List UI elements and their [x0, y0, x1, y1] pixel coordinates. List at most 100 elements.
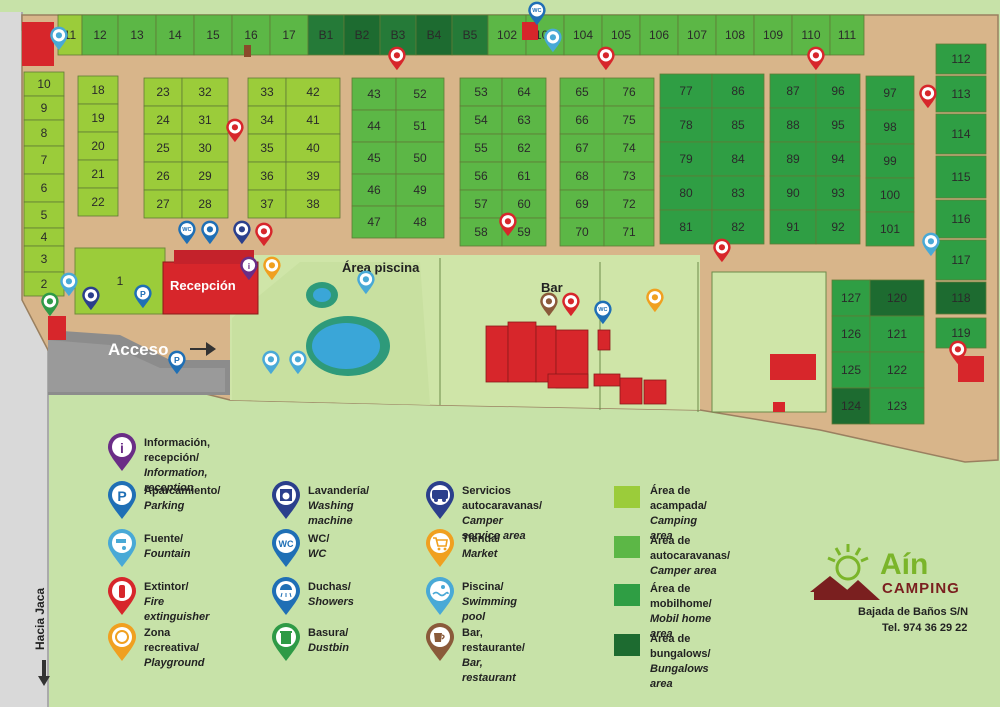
plot-94[interactable] — [815, 141, 861, 177]
fire-extinguisher-icon[interactable] — [562, 292, 580, 317]
plot-126[interactable] — [831, 315, 871, 353]
plot-37[interactable] — [247, 189, 287, 219]
plot-44[interactable] — [351, 109, 397, 143]
plot-20[interactable] — [77, 131, 119, 161]
plot-7[interactable] — [23, 145, 65, 175]
plot-31[interactable] — [181, 105, 229, 135]
plot-64[interactable] — [501, 77, 547, 107]
plot-75[interactable] — [603, 105, 655, 135]
plot-30[interactable] — [181, 133, 229, 163]
plot-22[interactable] — [77, 187, 119, 217]
fire-extinguisher-icon[interactable] — [713, 238, 731, 263]
plot-78[interactable] — [659, 107, 713, 143]
plot-32[interactable] — [181, 77, 229, 107]
plot-116[interactable] — [935, 199, 987, 239]
plot-96[interactable] — [815, 73, 861, 109]
fire-extinguisher-icon[interactable] — [807, 46, 825, 71]
plot-2[interactable] — [23, 271, 65, 297]
fire-extinguisher-icon[interactable] — [597, 46, 615, 71]
plot-53[interactable] — [459, 77, 503, 107]
plot-5[interactable] — [23, 201, 65, 229]
plot-101[interactable] — [865, 211, 915, 247]
plot-49[interactable] — [395, 173, 445, 207]
fire-extinguisher-icon[interactable] — [949, 340, 967, 365]
playground-icon[interactable] — [646, 288, 664, 313]
plot-69[interactable] — [559, 189, 605, 219]
plot-109[interactable] — [753, 14, 793, 56]
plot-43[interactable] — [351, 77, 397, 111]
plot-29[interactable] — [181, 161, 229, 191]
bar-restaurant-icon[interactable] — [540, 292, 558, 317]
plot-92[interactable] — [815, 209, 861, 245]
plot-B2[interactable] — [343, 14, 381, 56]
plot-77[interactable] — [659, 73, 713, 109]
plot-52[interactable] — [395, 77, 445, 111]
plot-99[interactable] — [865, 143, 915, 179]
plot-86[interactable] — [711, 73, 765, 109]
wc-icon[interactable]: WC — [528, 1, 546, 26]
fire-extinguisher-icon[interactable] — [226, 118, 244, 143]
plot-72[interactable] — [603, 189, 655, 219]
plot-19[interactable] — [77, 103, 119, 133]
plot-51[interactable] — [395, 109, 445, 143]
plot-81[interactable] — [659, 209, 713, 245]
fountain-icon[interactable] — [544, 28, 562, 53]
plot-38[interactable] — [285, 189, 341, 219]
plot-117[interactable] — [935, 239, 987, 281]
plot-123[interactable] — [869, 387, 925, 425]
plot-97[interactable] — [865, 75, 915, 111]
fountain-icon[interactable] — [289, 350, 307, 375]
info-icon[interactable]: i — [240, 256, 258, 281]
plot-42[interactable] — [285, 77, 341, 107]
plot-111[interactable] — [829, 14, 865, 56]
plot-114[interactable] — [935, 113, 987, 155]
fire-extinguisher-icon[interactable] — [255, 222, 273, 247]
plot-71[interactable] — [603, 217, 655, 247]
plot-14[interactable] — [155, 14, 195, 56]
plot-73[interactable] — [603, 161, 655, 191]
plot-82[interactable] — [711, 209, 765, 245]
plot-50[interactable] — [395, 141, 445, 175]
plot-10[interactable] — [23, 71, 65, 97]
plot-26[interactable] — [143, 161, 183, 191]
plot-6[interactable] — [23, 173, 65, 203]
plot-56[interactable] — [459, 161, 503, 191]
fountain-icon[interactable] — [60, 272, 78, 297]
plot-74[interactable] — [603, 133, 655, 163]
plot-41[interactable] — [285, 105, 341, 135]
plot-63[interactable] — [501, 105, 547, 135]
plot-100[interactable] — [865, 177, 915, 213]
fountain-icon[interactable] — [262, 350, 280, 375]
plot-3[interactable] — [23, 245, 65, 273]
plot-62[interactable] — [501, 133, 547, 163]
plot-12[interactable] — [81, 14, 119, 56]
plot-89[interactable] — [769, 141, 817, 177]
dustbin-icon[interactable] — [41, 292, 59, 317]
plot-B1[interactable] — [307, 14, 345, 56]
plot-18[interactable] — [77, 75, 119, 105]
fountain-icon[interactable] — [922, 232, 940, 257]
plot-84[interactable] — [711, 141, 765, 177]
plot-68[interactable] — [559, 161, 605, 191]
plot-91[interactable] — [769, 209, 817, 245]
plot-120[interactable] — [869, 279, 925, 317]
plot-118[interactable] — [935, 281, 987, 315]
plot-24[interactable] — [143, 105, 183, 135]
plot-112[interactable] — [935, 43, 987, 75]
plot-B4[interactable] — [415, 14, 453, 56]
market-icon[interactable] — [263, 256, 281, 281]
plot-48[interactable] — [395, 205, 445, 239]
parking-icon[interactable]: P — [168, 350, 186, 375]
plot-70[interactable] — [559, 217, 605, 247]
washing-machine-icon[interactable] — [233, 220, 251, 245]
plot-93[interactable] — [815, 175, 861, 211]
plot-66[interactable] — [559, 105, 605, 135]
plot-17[interactable] — [269, 14, 309, 56]
plot-125[interactable] — [831, 351, 871, 389]
plot-107[interactable] — [677, 14, 717, 56]
wc-icon[interactable]: WC — [178, 220, 196, 245]
plot-115[interactable] — [935, 155, 987, 199]
pool-icon[interactable] — [357, 270, 375, 295]
plot-122[interactable] — [869, 351, 925, 389]
plot-104[interactable] — [563, 14, 603, 56]
